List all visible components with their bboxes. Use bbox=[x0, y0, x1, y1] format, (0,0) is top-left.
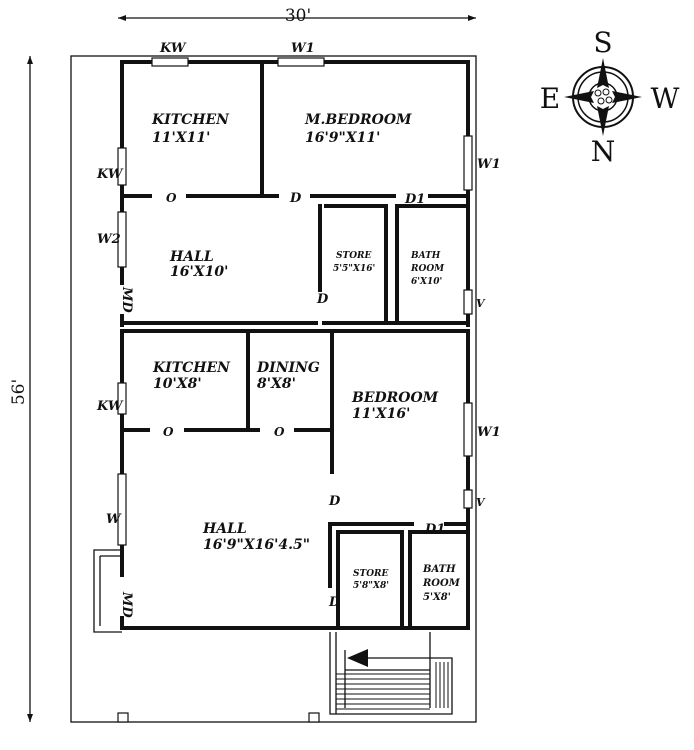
store-2-name: STORE bbox=[353, 569, 389, 579]
bath-1-size: 6'X10' bbox=[411, 277, 442, 287]
store-1-name: STORE bbox=[336, 251, 372, 261]
porch bbox=[93, 549, 122, 633]
vent-label-2: V bbox=[476, 496, 486, 509]
door-d-2: D bbox=[316, 292, 329, 307]
md-label-2: MD bbox=[119, 591, 134, 618]
stair-direction-arrow bbox=[347, 649, 368, 667]
kitchen-1-name: KITCHEN bbox=[151, 112, 230, 128]
compass-left: E bbox=[540, 82, 560, 115]
upper-unit-walls bbox=[120, 60, 470, 327]
door-d1-1: D1 bbox=[404, 192, 425, 207]
w2-label: W2 bbox=[97, 232, 121, 247]
dining-name: DINING bbox=[256, 360, 320, 376]
bedroom-name: BEDROOM bbox=[351, 390, 439, 406]
bath-2-room: ROOM bbox=[422, 578, 461, 589]
hall-1-name: HALL bbox=[169, 249, 214, 265]
hall-1-size: 16'X10' bbox=[170, 264, 228, 280]
bedroom-size: 11'X16' bbox=[352, 406, 410, 422]
door-d1-2: D1 bbox=[424, 522, 445, 537]
md-label-1: MD bbox=[119, 286, 134, 313]
dining-size: 8'X8' bbox=[257, 376, 296, 392]
windows bbox=[117, 57, 473, 546]
bath-2-name: BATH bbox=[422, 564, 456, 575]
length-label: 56' bbox=[9, 379, 29, 405]
compass-bottom: N bbox=[591, 135, 616, 168]
kw-label-left-1: KW bbox=[96, 167, 124, 182]
master-bedroom-size: 16'9"X11' bbox=[305, 130, 380, 146]
hall-2-size: 16'9"X16'4.5" bbox=[203, 537, 310, 553]
compass-rose bbox=[564, 58, 642, 136]
plot-boundary bbox=[70, 55, 477, 723]
kitchen-2-size: 10'X8' bbox=[153, 376, 202, 392]
kw-label-left-2: KW bbox=[96, 399, 124, 414]
store-1-size: 5'5"X16' bbox=[333, 264, 375, 274]
staircase-treads bbox=[336, 662, 449, 710]
kw-label-top: KW bbox=[159, 41, 187, 56]
hall-2-name: HALL bbox=[202, 521, 247, 537]
w1-label-top: W1 bbox=[291, 41, 315, 56]
door-d-1: D bbox=[289, 191, 302, 206]
bath-1-name: BATH bbox=[410, 251, 441, 261]
staircase bbox=[329, 632, 453, 715]
store-2-size: 5'8"X8' bbox=[353, 581, 389, 591]
compass-right: W bbox=[651, 82, 680, 115]
width-label: 30' bbox=[285, 6, 311, 26]
width-dimension: 30' bbox=[118, 6, 476, 26]
door-o-3: O bbox=[274, 425, 285, 439]
kitchen-1-size: 11'X11' bbox=[152, 130, 210, 146]
door-d-3: D bbox=[328, 494, 341, 509]
kitchen-2-name: KITCHEN bbox=[152, 360, 231, 376]
vent-label-1: V bbox=[476, 297, 486, 310]
w1-label-mbed: W1 bbox=[477, 157, 501, 172]
compass-top: S bbox=[593, 26, 612, 59]
bath-2-size: 5'X8' bbox=[423, 592, 451, 603]
lower-unit-walls bbox=[120, 329, 470, 630]
door-d-4: D bbox=[328, 595, 341, 610]
master-bedroom-name: M.BEDROOM bbox=[304, 112, 412, 128]
length-dimension: 56' bbox=[9, 56, 33, 722]
door-o-2: O bbox=[163, 425, 174, 439]
w-label: W bbox=[106, 512, 122, 527]
bath-1-room: ROOM bbox=[410, 264, 445, 274]
w1-label-bedroom: W1 bbox=[477, 425, 501, 440]
door-o-1: O bbox=[166, 191, 177, 205]
